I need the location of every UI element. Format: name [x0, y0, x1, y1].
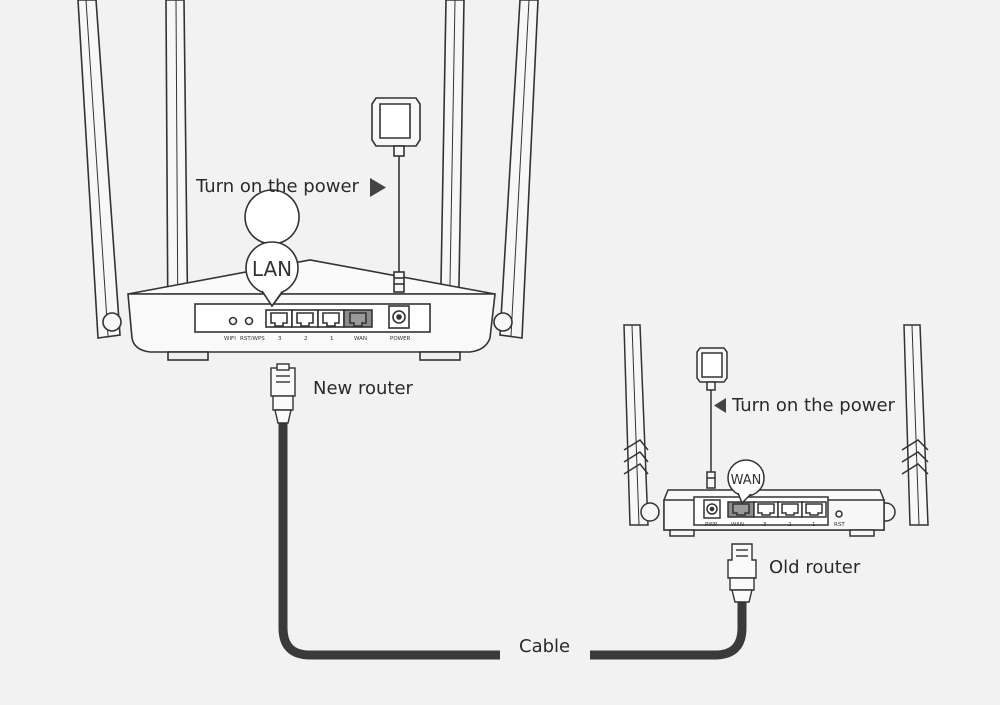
old-port-label-rst: RST [834, 522, 845, 528]
old-port-label-2: 2 [788, 522, 792, 528]
port-label-1: 1 [330, 336, 334, 342]
arrow-left-icon [714, 398, 726, 413]
wifi-button-icon [228, 316, 238, 326]
power-instruction-new-router: Turn on the power [196, 176, 359, 197]
arrow-right-icon [370, 178, 386, 197]
new-router [77, 0, 539, 361]
port-label-wifi: WIFI [224, 336, 236, 342]
wan-callout: WAN [727, 459, 765, 505]
new-router-power-adapter [371, 97, 421, 293]
port-label-rst-wps: RST/WPS [240, 336, 265, 342]
rj45-plug-old [727, 543, 757, 603]
svg-text:WAN: WAN [731, 473, 762, 488]
old-router-lan-ports [753, 501, 827, 518]
power-instruction-old-router: Turn on the power [732, 395, 895, 416]
ethernet-cable [270, 363, 757, 660]
port-label-power: POWER [390, 336, 411, 342]
port-label-3: 3 [278, 336, 282, 342]
lan-callout: LAN [244, 189, 300, 308]
old-router [623, 324, 929, 537]
old-port-label-wan: WAN [731, 522, 744, 528]
new-router-antenna [77, 0, 121, 339]
svg-text:LAN: LAN [252, 257, 292, 281]
old-port-label-3: 3 [763, 522, 767, 528]
rj45-plug-new [270, 363, 296, 424]
cable-label: Cable [519, 636, 571, 657]
rst-wps-button-icon [244, 316, 254, 326]
old-port-label-pwr: PWR [705, 522, 718, 528]
new-router-antenna [499, 0, 539, 339]
new-router-label: New router [313, 378, 413, 399]
old-port-label-1: 1 [812, 522, 816, 528]
port-label-wan: WAN [354, 336, 367, 342]
rst-button-icon [835, 510, 843, 518]
port-label-2: 2 [304, 336, 308, 342]
old-router-label: Old router [769, 557, 861, 578]
new-router-lan-ports [265, 309, 345, 328]
old-router-power-adapter [696, 347, 728, 489]
